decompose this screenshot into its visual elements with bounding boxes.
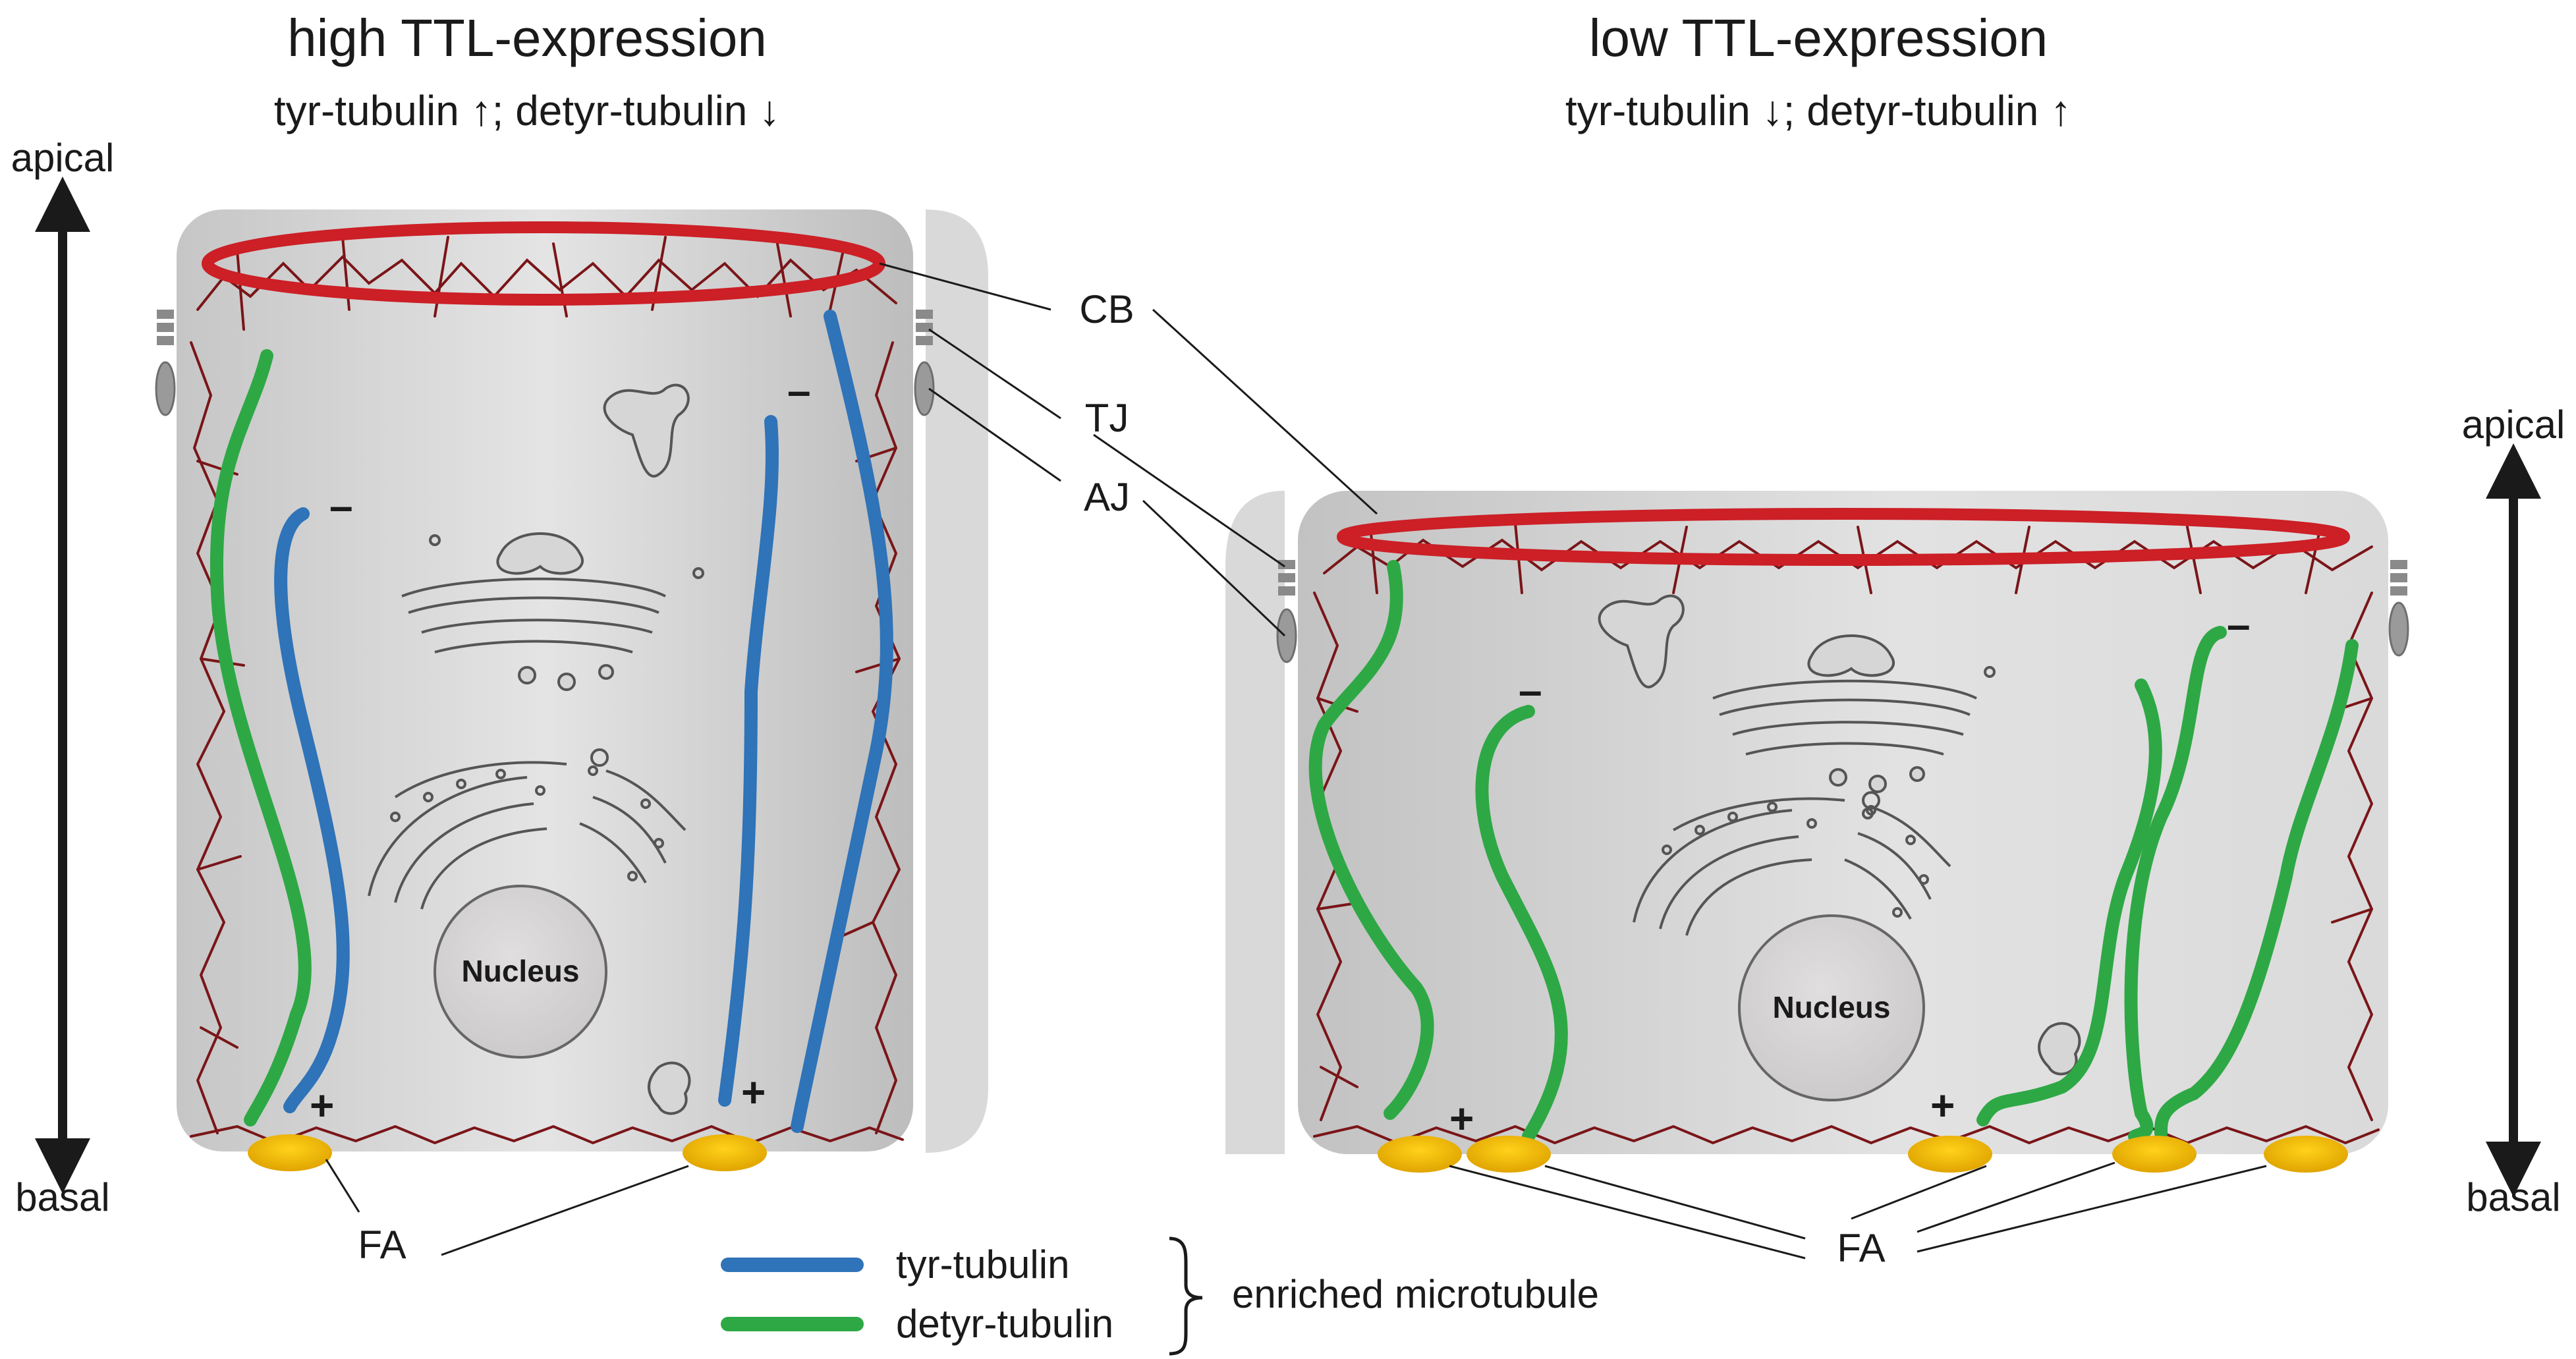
left-tyr-plus-2: +	[741, 1068, 766, 1116]
left-focal-adhesion-1	[248, 1134, 332, 1171]
right-apical-label: apical	[2462, 402, 2565, 447]
right-basal-label: basal	[2466, 1175, 2560, 1219]
left-neighbor-cell	[926, 209, 988, 1153]
left-subtitle: tyr-tubulin ↑; detyr-tubulin ↓	[274, 87, 780, 134]
right-detyr-minus-2: –	[2227, 601, 2251, 648]
left-tyr-plus-1: +	[310, 1082, 334, 1129]
right-focal-adhesion-5	[2264, 1136, 2348, 1173]
right-detyr-mt-1	[1308, 560, 1434, 1120]
left-organelles	[368, 383, 704, 1115]
right-golgi	[1712, 634, 1996, 819]
right-cell-junctions	[1276, 560, 2409, 663]
junction-callouts	[879, 262, 1378, 637]
left-cell: Nucleus – + – +	[155, 209, 988, 1171]
left-tyr-minus-1: –	[329, 482, 353, 530]
left-rough-er	[368, 748, 686, 910]
right-microtubules	[1308, 560, 2359, 1143]
legend: tyr-tubulin detyr-tubulin enriched micro…	[721, 1236, 1599, 1356]
right-focal-adhesion-2	[1467, 1136, 1551, 1173]
left-vesicle-shape	[603, 383, 690, 478]
cb-label: CB	[1079, 287, 1134, 331]
right-detyr-minus-1: –	[1519, 667, 1542, 714]
right-detyr-mt-5	[2154, 639, 2359, 1140]
right-rough-er	[1633, 791, 1951, 936]
left-nucleus	[434, 885, 607, 1059]
right-focal-adhesion-1	[1378, 1136, 1462, 1173]
right-focal-adhesion-3	[1908, 1136, 1992, 1173]
left-tyr-mt-3	[791, 310, 893, 1133]
left-detyr-mt	[210, 349, 312, 1126]
fa-callouts	[325, 1159, 2267, 1260]
legend-brace	[1169, 1236, 1203, 1356]
left-basal-label: basal	[15, 1175, 109, 1219]
right-fa-label: FA	[1837, 1226, 1885, 1270]
legend-tyr-label: tyr-tubulin	[896, 1242, 1069, 1287]
left-golgi	[401, 532, 704, 691]
right-vesicle-shape	[1598, 594, 1685, 688]
left-small-vesicle	[648, 1061, 691, 1115]
right-cortical-belt	[1337, 508, 2350, 566]
left-cell-body	[177, 209, 913, 1151]
right-title: low TTL-expression	[1589, 9, 2048, 67]
left-focal-adhesion-2	[683, 1134, 767, 1171]
right-detyr-plus-2: +	[1930, 1082, 1955, 1129]
right-subtitle: tyr-tubulin ↓; detyr-tubulin ↑	[1565, 87, 2071, 134]
left-tyr-mt-1	[274, 507, 350, 1113]
right-cell-body	[1298, 491, 2388, 1154]
left-microtubules	[210, 310, 893, 1133]
left-nucleus-label: Nucleus	[462, 954, 580, 988]
right-neighbor-cell	[1225, 491, 1285, 1154]
right-detyr-mt-3	[1976, 679, 2162, 1126]
right-cell: Nucleus – + + –	[1225, 491, 2409, 1173]
aj-label: AJ	[1084, 475, 1130, 519]
right-focal-adhesion-4	[2112, 1136, 2197, 1173]
right-detyr-plus-1: +	[1449, 1095, 1474, 1142]
left-tyr-minus-2: –	[787, 367, 811, 414]
left-title: high TTL-expression	[287, 9, 767, 67]
tj-label: TJ	[1085, 396, 1129, 440]
right-organelles	[1598, 594, 2081, 1076]
legend-detyr-label: detyr-tubulin	[896, 1302, 1113, 1346]
right-detyr-mt-2	[1475, 705, 1568, 1143]
left-fa-label: FA	[358, 1223, 406, 1267]
left-cell-junctions	[155, 310, 935, 416]
left-apical-label: apical	[11, 136, 115, 180]
left-tyr-mt-2	[718, 415, 779, 1107]
right-nucleus-label: Nucleus	[1773, 990, 1891, 1024]
right-detyr-mt-4	[2124, 626, 2227, 1143]
right-nucleus	[1738, 914, 1925, 1101]
legend-group-label: enriched microtubule	[1232, 1272, 1599, 1316]
